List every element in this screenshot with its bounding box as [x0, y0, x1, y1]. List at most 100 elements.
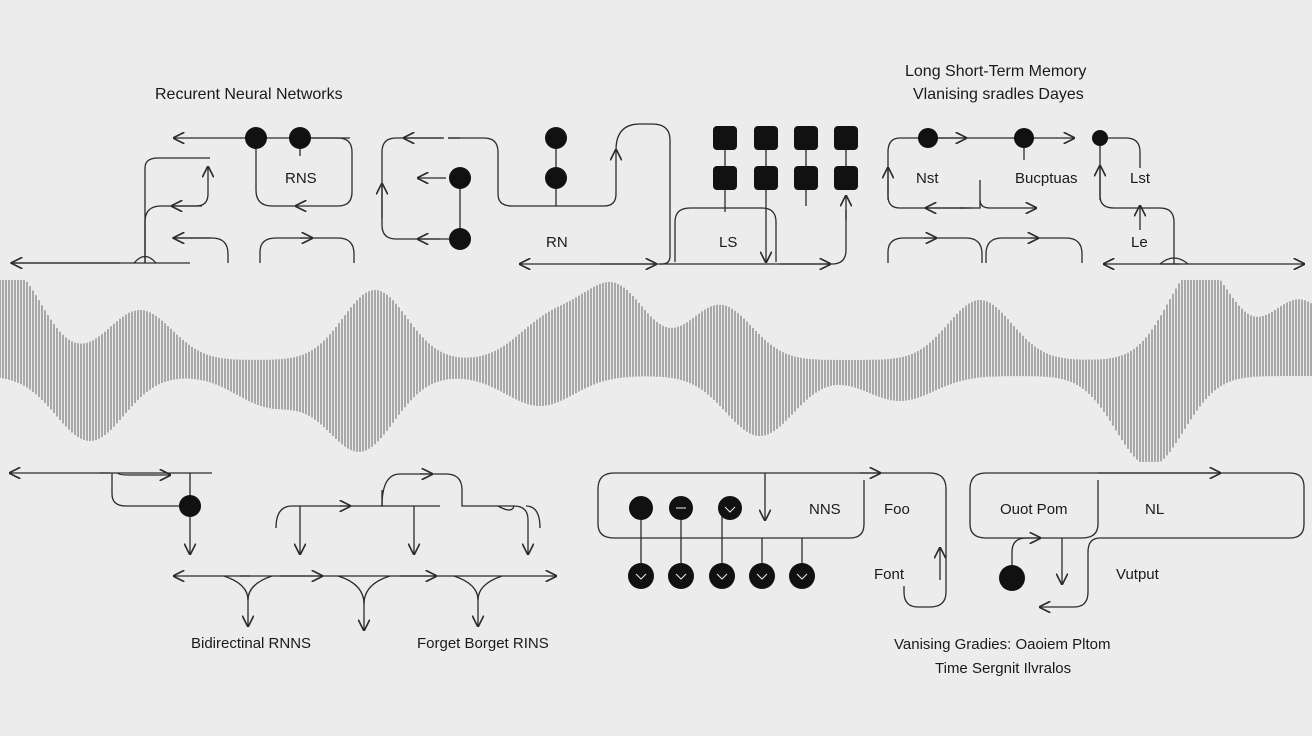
- connector: [111, 473, 190, 507]
- lstm-subtitle: Vlanising sradles Dayes: [913, 86, 1084, 103]
- label-rn: RN: [546, 234, 568, 251]
- arrow: [340, 474, 432, 507]
- label-forget: Forget Borget RINS: [417, 635, 549, 652]
- lstm-cell: [754, 126, 778, 150]
- lstm-title: Long Short-Term Memory: [905, 63, 1087, 80]
- connector: [660, 210, 847, 265]
- connector: [597, 472, 865, 539]
- lstm-cell: [794, 166, 818, 190]
- connector: [969, 472, 1099, 539]
- connector: [960, 180, 981, 209]
- connector: [497, 505, 515, 511]
- waveform: [0, 280, 1312, 462]
- lstm-grid: [660, 126, 858, 264]
- waveform-strokes: [0, 280, 1312, 462]
- arrow: [979, 199, 1036, 208]
- arrow: [887, 238, 936, 263]
- label-vanishing: Vanising Gradies: Oaoiem Pltom: [894, 636, 1111, 653]
- feedback-cluster: [381, 123, 671, 264]
- neuron-node: [245, 127, 267, 149]
- arrow: [985, 238, 1038, 263]
- node-mark: [635, 573, 647, 580]
- arrow: [223, 575, 248, 626]
- connector: [1030, 237, 1083, 263]
- output-node: [749, 563, 775, 589]
- neuron-node: [449, 167, 471, 189]
- connector: [1159, 257, 1189, 265]
- rnn-cluster: [10, 127, 355, 264]
- output-node: [709, 563, 735, 589]
- node-mark: [756, 573, 768, 580]
- output-node: [999, 565, 1025, 591]
- connector: [420, 473, 498, 507]
- label-nl: NL: [1145, 501, 1165, 518]
- lstm-cell: [754, 166, 778, 190]
- neuron-node: [1014, 128, 1034, 148]
- label-bucptuas: Bucptuas: [1015, 170, 1078, 187]
- label-vutput: Vutput: [1116, 566, 1159, 583]
- connector: [247, 575, 273, 601]
- arrow: [174, 238, 229, 263]
- connector: [133, 255, 157, 264]
- neuron-node: [718, 496, 742, 520]
- arrow: [117, 473, 170, 475]
- connector: [674, 207, 777, 262]
- arrow: [144, 167, 208, 263]
- lstm-cell: [713, 166, 737, 190]
- lstm-chain: [888, 128, 1304, 264]
- arrow: [1011, 538, 1040, 576]
- node-mark: [675, 573, 687, 580]
- connector: [924, 237, 983, 263]
- output-node: [628, 563, 654, 589]
- label-bidirectional: Bidirectinal RNNS: [191, 635, 312, 652]
- neuron-node: [545, 167, 567, 189]
- label-rns: RNS: [285, 170, 317, 187]
- lstm-cell: [834, 126, 858, 150]
- connector: [300, 237, 355, 263]
- arrow: [1040, 472, 1305, 607]
- nns-cluster: [597, 472, 947, 608]
- node-mark: [796, 573, 808, 580]
- connector: [477, 575, 503, 601]
- output-node: [668, 563, 694, 589]
- label-time-segment: Time Sergnit Ilvralos: [935, 660, 1072, 677]
- label-ouot-pom: Ouot Pom: [1000, 501, 1068, 518]
- label-le: Le: [1131, 234, 1148, 251]
- output-node: [789, 563, 815, 589]
- neuron-node: [449, 228, 471, 250]
- arrow: [498, 505, 528, 554]
- node-mark: [716, 573, 728, 580]
- neuron-node: [179, 495, 201, 517]
- neuron-node: [289, 127, 311, 149]
- lstm-cell: [794, 126, 818, 150]
- lstm-cell: [713, 126, 737, 150]
- lstm-cell: [834, 166, 858, 190]
- neuron-node: [1092, 130, 1108, 146]
- arrow: [259, 238, 312, 263]
- neuron-node: [918, 128, 938, 148]
- node-mark: [724, 506, 736, 513]
- label-nns: NNS: [809, 501, 841, 518]
- label-ls: LS: [719, 234, 738, 251]
- arrow: [337, 575, 364, 630]
- connector: [381, 490, 440, 507]
- label-nst: Nst: [916, 170, 939, 187]
- arrow: [520, 123, 671, 264]
- arrow: [296, 137, 353, 206]
- connector: [381, 137, 442, 240]
- connector: [255, 138, 296, 207]
- rnn-title: Recurent Neural Networks: [155, 86, 343, 103]
- connector: [525, 505, 541, 529]
- connector: [144, 157, 210, 263]
- connector: [1100, 137, 1141, 168]
- connector: [860, 472, 947, 608]
- output-cluster: [969, 472, 1305, 607]
- label-lst: Lst: [1130, 170, 1151, 187]
- label-foo: Foo: [884, 501, 910, 518]
- neuron-node: [629, 496, 653, 520]
- arrow: [453, 575, 478, 626]
- connector: [363, 575, 391, 605]
- arrow: [275, 506, 350, 529]
